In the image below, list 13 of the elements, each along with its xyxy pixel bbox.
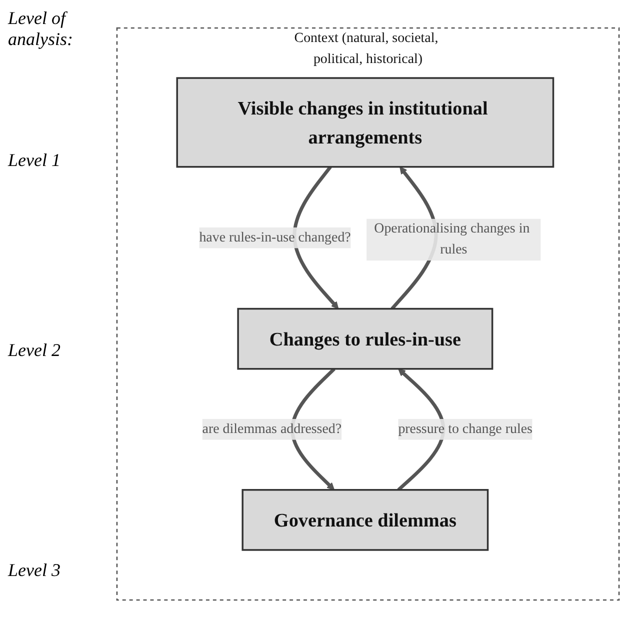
node-box: Visible changes in institutional arrangements	[176, 76, 554, 168]
edge-label: Operationalising changes in rules	[374, 220, 530, 257]
edge-label: have rules-in-use changed?	[199, 229, 351, 244]
edge-label: are dilemmas addressed?	[202, 421, 342, 436]
node-box: Governance dilemmas	[242, 488, 489, 550]
level-label: Level 3	[8, 560, 62, 581]
level-label: Level 2	[8, 340, 62, 361]
node-box: Changes to rules-in-use	[237, 307, 494, 370]
axis-heading: Level of analysis:	[8, 8, 74, 50]
level-label: Level 1	[8, 150, 62, 171]
arrow	[292, 165, 339, 309]
edge-label: pressure to change rules	[398, 421, 532, 436]
arrow	[397, 368, 446, 491]
